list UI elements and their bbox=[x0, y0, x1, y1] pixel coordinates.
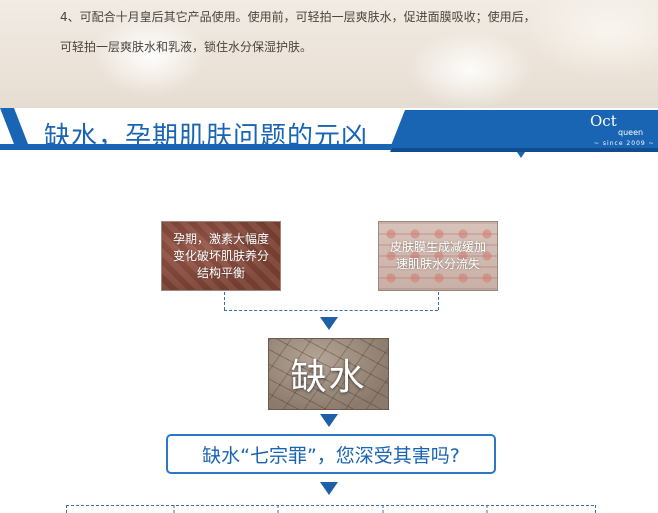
connector-left bbox=[224, 292, 225, 310]
brand-logo: Oct queen ~ since 2009 ~ bbox=[586, 112, 655, 152]
cause-hormone-box: 孕期，激素大幅度变化破坏肌肤养分结构平衡 bbox=[161, 221, 281, 291]
down-arrow-icon bbox=[320, 414, 338, 427]
section-banner: 缺水，孕期肌肤问题的元凶 bbox=[0, 108, 658, 158]
cause-hormone-text: 孕期，激素大幅度变化破坏肌肤养分结构平衡 bbox=[172, 231, 269, 280]
banner-shape bbox=[0, 108, 658, 158]
result-label: 缺水 bbox=[290, 357, 367, 398]
logo-main-text: Oct bbox=[590, 112, 617, 130]
logo-tagline: ~ since 2009 ~ bbox=[594, 140, 655, 147]
cause-membrane-text: 皮肤膜生成减缓加速肌肤水分流失 bbox=[389, 240, 486, 271]
intro-hero: 4、可配合十月皇后其它产品使用。使用前，可轻拍一层爽肤水，促进面膜吸收；使用后，… bbox=[0, 0, 658, 108]
connector-right bbox=[438, 292, 439, 310]
down-arrow-icon bbox=[320, 317, 338, 330]
down-arrow-icon bbox=[320, 482, 338, 495]
connector-join bbox=[224, 310, 438, 311]
seven-sins-question: 缺水“七宗罪”，您深受其害吗? bbox=[166, 434, 496, 474]
cause-membrane-box: 皮肤膜生成减缓加速肌肤水分流失 bbox=[378, 221, 498, 291]
intro-line-2: 可轻拍一层爽肤水和乳液，锁住水分保湿护肤。 bbox=[60, 40, 313, 54]
branch-connector bbox=[66, 505, 596, 513]
intro-line-1: 4、可配合十月皇后其它产品使用。使用前，可轻拍一层爽肤水，促进面膜吸收；使用后， bbox=[60, 10, 536, 24]
question-text: 缺水“七宗罪”，您深受其害吗? bbox=[202, 444, 460, 467]
logo-sub-text: queen bbox=[618, 128, 644, 137]
banner-title: 缺水，孕期肌肤问题的元凶 bbox=[44, 122, 369, 152]
result-dehydration-box: 缺水 bbox=[268, 338, 389, 410]
